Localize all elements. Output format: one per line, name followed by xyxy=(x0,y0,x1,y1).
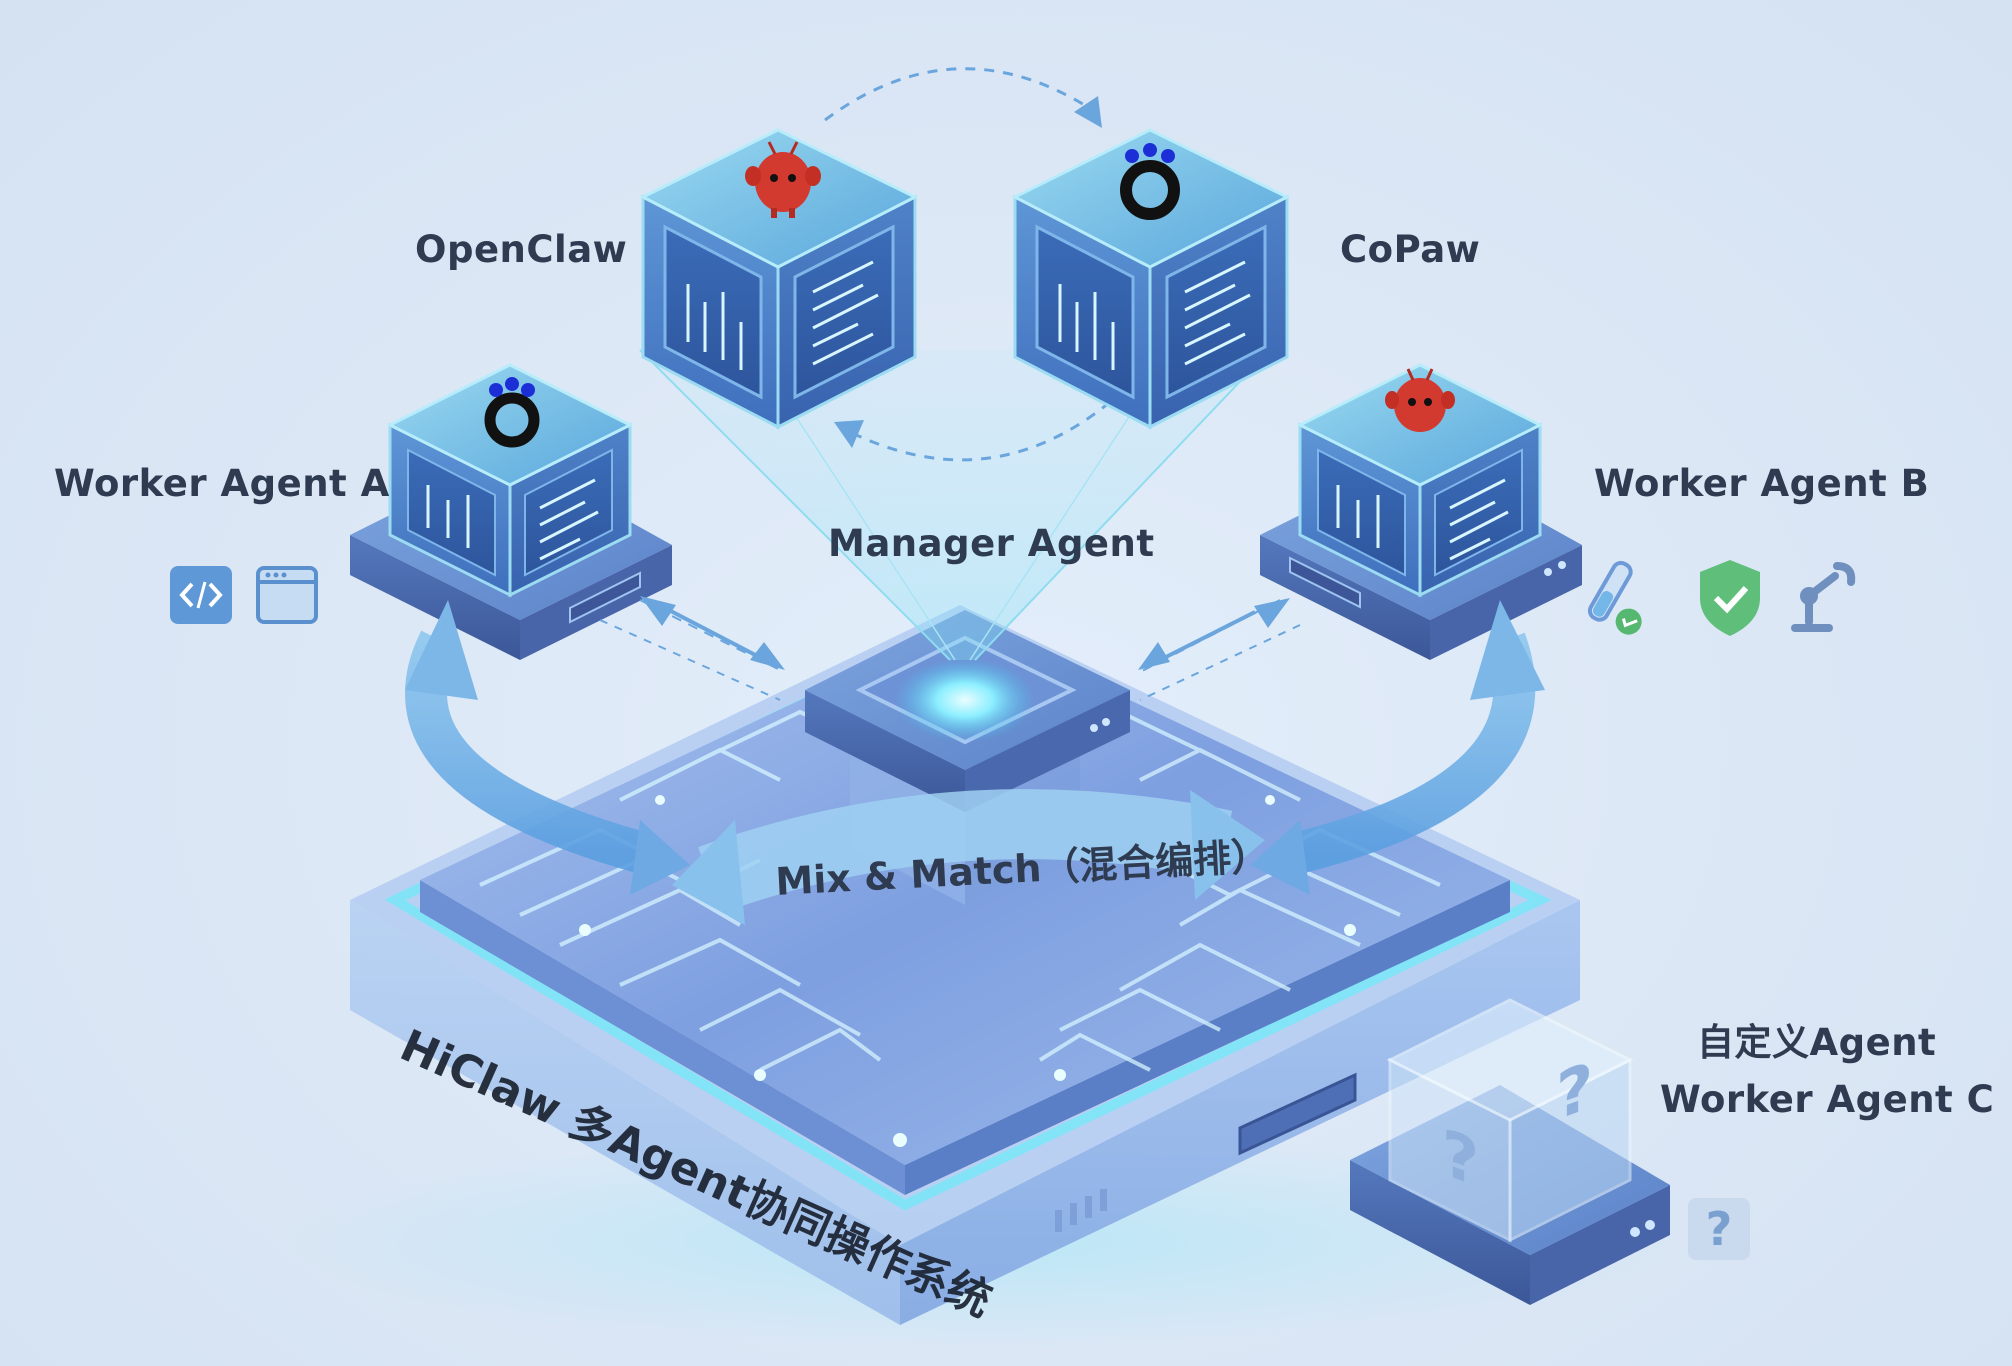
platform-slot xyxy=(1238,1072,1357,1156)
manager-beam xyxy=(640,350,1270,660)
custom-agent-label: 自定义Agent xyxy=(1697,1021,1937,1064)
beam-edge-left xyxy=(639,349,951,661)
beam-edge-right xyxy=(974,349,1271,661)
dashed-arrowhead-bottom xyxy=(834,420,864,448)
chart-screen-icon xyxy=(1317,448,1406,577)
worker-b-node xyxy=(1260,363,1582,660)
shield-check-icon xyxy=(1700,560,1760,636)
copaw-cube xyxy=(1011,128,1291,430)
code-screen-icon xyxy=(793,224,895,400)
chart-screen-icon xyxy=(663,224,763,400)
worker-agent-b-label: Worker Agent B xyxy=(1594,462,1930,505)
platform-base-left-side xyxy=(350,900,900,1325)
chart-screen-icon xyxy=(407,448,496,577)
mix-match-arrow xyxy=(698,789,1233,913)
chart-screen-icon xyxy=(1035,224,1135,400)
copaw-logo-icon xyxy=(1120,143,1180,220)
robot-arm-icon xyxy=(1791,562,1856,632)
worker-a-slot xyxy=(569,571,641,624)
platform-vents xyxy=(1055,1189,1107,1232)
platform-inner-side-left xyxy=(420,880,905,1195)
circuit-nodes xyxy=(579,795,1356,1147)
openclaw-label: OpenClaw xyxy=(415,228,628,271)
chip-right-side xyxy=(965,690,1130,812)
worker-b-slot xyxy=(1289,556,1361,609)
openclaw-cube xyxy=(639,128,919,430)
hiclaw-platform xyxy=(350,605,1580,1325)
link-arrows xyxy=(599,596,1301,701)
chip-led xyxy=(1090,724,1098,732)
worker-agent-a-label: Worker Agent A xyxy=(54,462,390,505)
test-tube-icon xyxy=(1587,560,1642,635)
beam-edge-mid-left xyxy=(784,399,956,661)
question-mark-icon: ? xyxy=(1688,1198,1750,1260)
dashed-arrow-bottom xyxy=(849,400,1111,462)
worker-a-node xyxy=(350,363,672,660)
openclaw-mascot-icon xyxy=(745,141,821,218)
code-screen-icon xyxy=(524,448,613,577)
dashed-arrow-top xyxy=(824,67,1101,122)
chip-led-2 xyxy=(1102,718,1110,726)
worker-agent-c-label: Worker Agent C xyxy=(1660,1078,1995,1121)
copaw-label: CoPaw xyxy=(1340,228,1481,271)
manager-agent-label: Manager Agent xyxy=(828,522,1155,565)
orchestration-arrows xyxy=(405,600,1545,925)
copaw-logo-icon xyxy=(484,377,540,448)
dashed-arrowhead-top xyxy=(1074,96,1102,128)
worker-c-node: ? ? xyxy=(1350,998,1670,1305)
question-mark-icon: ? xyxy=(1442,1114,1479,1202)
platform-inner-side-right xyxy=(905,880,1510,1195)
chip-core-glow xyxy=(895,658,1035,742)
openclaw-mascot-icon xyxy=(1385,368,1455,432)
question-mark-icon: ? xyxy=(1556,1047,1593,1135)
browser-window-icon xyxy=(256,566,318,624)
code-screen-icon xyxy=(1434,448,1523,577)
code-brackets-icon xyxy=(170,566,232,624)
beam-edge-mid-right xyxy=(969,399,1141,661)
code-screen-icon xyxy=(1165,224,1267,400)
chip-left-side xyxy=(805,690,965,812)
